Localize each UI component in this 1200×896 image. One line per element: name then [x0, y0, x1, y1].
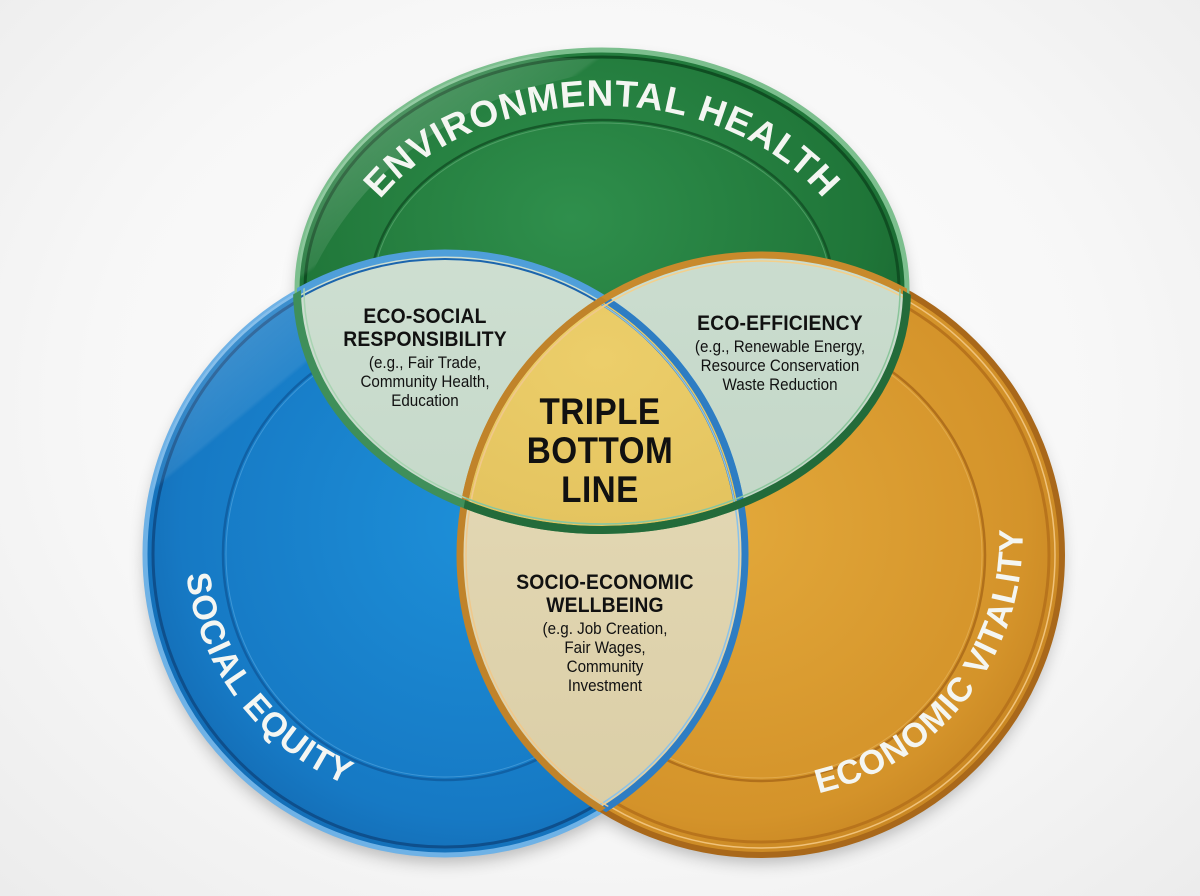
- intersection-title: ECO-SOCIAL RESPONSIBILITY: [343, 305, 507, 351]
- intersection-socio-economic: SOCIO-ECONOMIC WELLBEING (e.g. Job Creat…: [490, 571, 720, 696]
- ring-edges: [293, 249, 911, 855]
- intersection-eco-social: ECO-SOCIAL RESPONSIBILITY (e.g., Fair Tr…: [320, 305, 530, 411]
- intersection-examples: (e.g. Job Creation, Fair Wages, Communit…: [542, 620, 668, 695]
- intersection-eco-efficiency: ECO-EFFICIENCY (e.g., Renewable Energy, …: [665, 312, 895, 395]
- intersection-title: SOCIO-ECONOMIC WELLBEING: [516, 571, 694, 617]
- intersection-examples: (e.g., Renewable Energy, Resource Conser…: [694, 338, 866, 394]
- center-title: TRIPLE BOTTOM LINE: [526, 391, 674, 510]
- intersection-title: ECO-EFFICIENCY: [697, 312, 863, 335]
- center-triple-bottom-line: TRIPLE BOTTOM LINE: [500, 392, 700, 509]
- intersection-examples: (e.g., Fair Trade, Community Health, Edu…: [360, 354, 490, 410]
